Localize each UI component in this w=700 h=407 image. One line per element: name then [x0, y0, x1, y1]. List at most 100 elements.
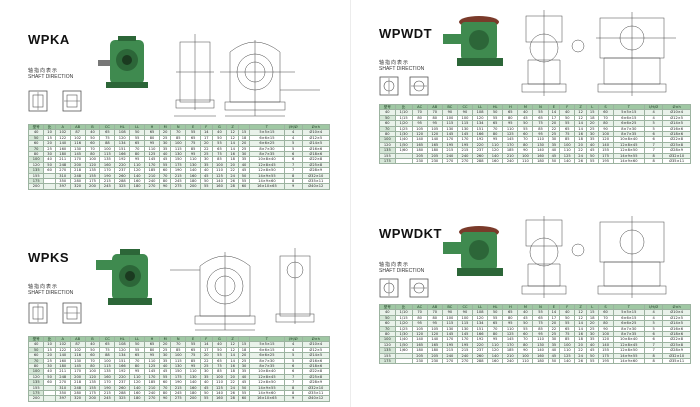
table-cell: 14×9×60: [612, 158, 645, 165]
table-cell: 5: [643, 325, 664, 333]
table-cell: Ø12×5: [662, 314, 691, 322]
table-cell: 20: [158, 129, 172, 136]
table-cell: 12×8×45: [249, 161, 285, 169]
table-cell: 185: [502, 347, 519, 354]
table-cell: 10: [43, 129, 56, 136]
table-cell: 35: [158, 357, 172, 365]
table-cell: 320: [69, 395, 86, 402]
table-cell: Ø18×6: [301, 150, 331, 158]
table-cell: [394, 158, 413, 165]
table-cell: 55: [158, 161, 172, 169]
table-cell: Ø12×5: [662, 114, 691, 122]
table-cell: 16×10×65: [249, 395, 285, 402]
table-cell: 35: [200, 373, 213, 381]
table-cell: 55: [585, 158, 599, 165]
table-cell: 80: [502, 114, 519, 122]
table-cell: 15: [237, 341, 251, 348]
column-header: T: [249, 335, 285, 343]
wpwdkt-gearbox-photo: [443, 226, 503, 276]
table-cell: 4: [643, 109, 664, 116]
column-header: H: [502, 103, 519, 111]
column-header: M: [158, 123, 172, 131]
table-cell: Ø16×6: [301, 357, 331, 365]
table-cell: 30: [200, 156, 213, 163]
table-cell: 20: [43, 352, 56, 359]
table-cell: 8×7×30: [249, 357, 285, 365]
table-cell: 25: [200, 150, 213, 158]
table-cell: 30: [43, 362, 56, 370]
table-cell: 12×8×50: [249, 379, 285, 386]
table-cell: 22: [200, 357, 213, 365]
table-cell: 35: [200, 161, 213, 169]
table-cell: 65: [559, 325, 576, 333]
column-header: Ø×h: [301, 335, 331, 343]
table-cell: 14×9×60: [249, 390, 285, 397]
column-header: T: [249, 123, 285, 131]
table-cell: 240: [502, 158, 519, 165]
table-cell: 50: [517, 120, 534, 127]
table-cell: 40: [200, 167, 213, 174]
table-cell: 40: [200, 379, 213, 386]
table-cell: 65: [532, 314, 549, 322]
table-cell: 270: [144, 183, 160, 190]
table-cell: 50: [547, 158, 561, 165]
table-cell: 10×8×40: [249, 368, 285, 375]
table-cell: 140: [532, 147, 549, 154]
column-header: M: [517, 103, 534, 111]
table-cell: 160: [211, 183, 228, 190]
table-cell: 85: [532, 125, 549, 133]
wpwdkt-title: WPWDKT: [379, 226, 442, 241]
table-cell: 90: [517, 347, 534, 354]
table-cell: Ø22×8: [662, 136, 691, 143]
wpka-dimension-drawing: [174, 34, 320, 117]
table-cell: 160: [211, 395, 228, 402]
table-cell: Ø25×8: [662, 341, 691, 349]
table-cell: 7: [643, 147, 664, 154]
table-cell: 50: [559, 314, 576, 322]
model-cell: 200: [27, 395, 45, 402]
table-cell: 100: [559, 341, 576, 349]
table-cell: [43, 183, 56, 190]
table-cell: 14: [200, 341, 213, 348]
table-cell: 125: [559, 152, 576, 160]
table-cell: Ø32×10: [301, 384, 331, 392]
table-cell: 75: [559, 130, 576, 138]
table-cell: 170: [502, 341, 519, 349]
table-cell: 55: [158, 373, 172, 381]
table-cell: 125: [559, 352, 576, 360]
column-header: 比: [43, 123, 56, 131]
table-cell: 60: [43, 167, 56, 174]
table-cell: 6: [643, 136, 664, 143]
table-cell: 7: [643, 347, 664, 354]
table-cell: 140: [559, 158, 576, 165]
table-cell: 20: [200, 352, 213, 359]
table-cell: 200: [185, 183, 202, 190]
table-cell: Ø16×6: [662, 125, 691, 133]
table-cell: 65: [502, 309, 519, 316]
table-cell: 80: [158, 178, 172, 185]
table-cell: 140: [532, 347, 549, 354]
table-cell: 55: [559, 320, 576, 327]
table-cell: 12×8×50: [249, 167, 285, 174]
table-cell: 6×6×25: [249, 352, 285, 359]
table-cell: 17: [200, 134, 213, 142]
table-cell: 270: [456, 358, 474, 365]
table-cell: 40: [158, 362, 172, 370]
column-header: I/H/Ø: [643, 303, 664, 311]
table-cell: 288: [472, 158, 489, 165]
